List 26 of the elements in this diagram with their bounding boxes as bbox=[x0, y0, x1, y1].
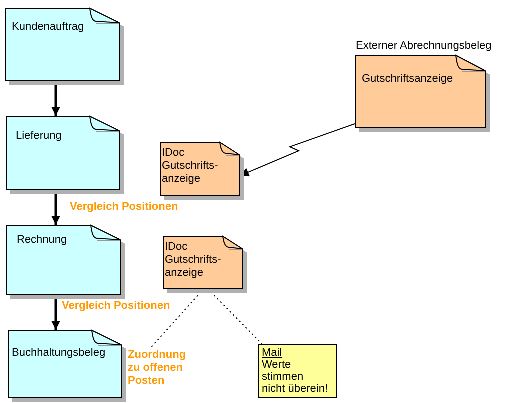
lightning-arrow bbox=[240, 124, 356, 177]
dotted-line bbox=[150, 288, 204, 350]
note-text: Werte stimmen nicht überein! bbox=[262, 359, 329, 395]
node-label: Lieferung bbox=[16, 130, 62, 143]
node-heading: Externer Abrechnungsbeleg bbox=[356, 40, 492, 53]
node-label: Rechnung bbox=[17, 234, 68, 247]
document-shape bbox=[163, 236, 243, 289]
arrow bbox=[52, 190, 60, 225]
node-label: IDoc Gutschrifts- anzeige bbox=[165, 241, 222, 280]
arrow bbox=[52, 295, 60, 330]
node-label: Gutschriftsanzeige bbox=[362, 73, 454, 86]
node-label: IDoc Gutschrifts- anzeige bbox=[162, 147, 220, 186]
document-shape bbox=[8, 330, 122, 398]
note-box bbox=[258, 344, 337, 398]
annotation-text: Zuordnung zu offenen Posten bbox=[128, 349, 190, 388]
annotation-text: Vergleich Positionen bbox=[70, 201, 178, 214]
document-shape bbox=[5, 8, 120, 81]
node-label: Kundenauftrag bbox=[12, 21, 84, 34]
node-label: Buchhaltungsbeleg bbox=[12, 347, 106, 360]
annotation-text: Vergleich Positionen bbox=[62, 300, 170, 313]
document-shape bbox=[6, 116, 120, 190]
dotted-line bbox=[208, 288, 262, 344]
document-shape bbox=[160, 142, 240, 196]
arrow bbox=[52, 81, 60, 116]
document-shape bbox=[6, 225, 121, 295]
note-heading: Mail bbox=[262, 347, 282, 359]
